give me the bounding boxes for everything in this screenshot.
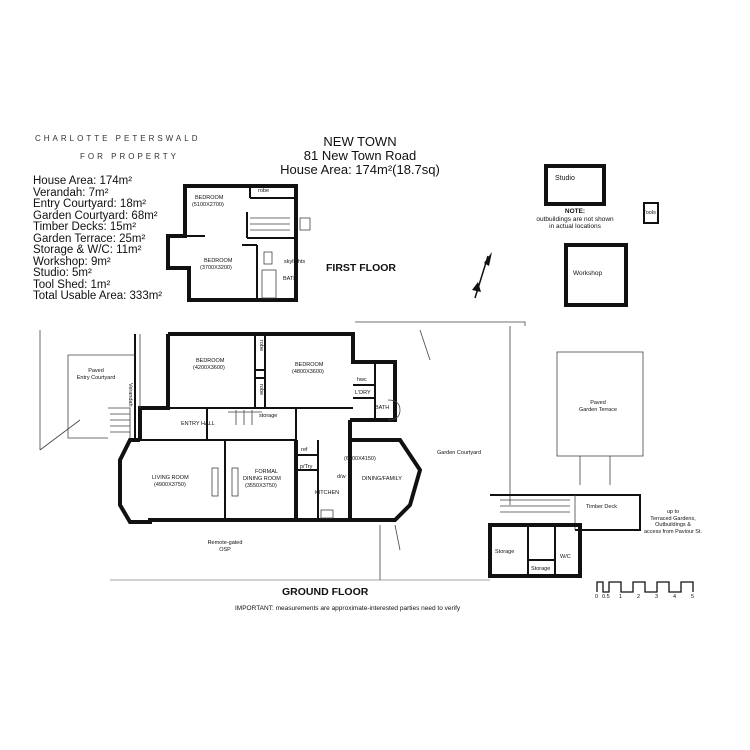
pantry-label: p/Try xyxy=(300,464,313,470)
paved-entry-line: Paved xyxy=(88,368,104,374)
north-arrow-icon xyxy=(472,252,492,299)
storage1-label: Storage xyxy=(495,549,515,555)
formal-name1: FORMAL xyxy=(255,469,278,475)
entry-area xyxy=(39,330,141,451)
first-floor-walls xyxy=(166,184,311,302)
outbuildings-note: NOTE: outbuildings are not shown in actu… xyxy=(510,208,640,231)
ground-floor-heading: GROUND FLOOR xyxy=(282,586,369,598)
terraced-line: Outbuildings & xyxy=(655,522,691,528)
area-item: Storage & W/C: 11m² xyxy=(33,244,142,256)
ff-skylights-label: skylights xyxy=(284,259,306,265)
outbuildings xyxy=(544,164,659,307)
paved-terrace-line: Paved xyxy=(590,400,606,406)
bedroom-a-name: BEDROOM xyxy=(196,358,225,364)
ff-bedroom2-dims: (3700X3200) xyxy=(200,265,232,271)
robe-b-label: robe xyxy=(258,384,264,396)
scale-label: 4 xyxy=(673,594,677,600)
note-line: in actual locations xyxy=(549,223,601,230)
ground-floor-walls xyxy=(118,332,423,524)
area-item: Verandah: 7m² xyxy=(33,186,109,199)
deck-storage xyxy=(488,494,641,578)
paved-terrace-outline xyxy=(556,351,644,457)
area-item: Entry Courtyard: 18m² xyxy=(33,198,147,210)
paved-terrace-line: Garden Terrace xyxy=(578,406,618,413)
paved-entry-line: Entry Courtyard xyxy=(76,374,116,381)
dining-dims: (6000X4150) xyxy=(344,456,376,462)
laundry-label: L'DRY xyxy=(355,390,371,396)
area-item: Total Usable Area: 333m² xyxy=(33,290,163,302)
living-room-dims: (4900X3750) xyxy=(154,482,186,488)
scale-label: 1 xyxy=(619,594,623,600)
hwc-label: hwc xyxy=(357,377,367,383)
osp-line: Remote-gated xyxy=(207,540,243,546)
house-area-summary: House Area: 174m²(18.7sq) xyxy=(280,162,440,177)
timber-deck-label: Timber Deck xyxy=(586,504,617,510)
brand-tagline: FOR PROPERTY xyxy=(80,152,179,161)
robe-a-label: robe xyxy=(258,340,264,352)
entry-hall-label: ENTRY HALL xyxy=(181,421,215,427)
ff-bedroom1-name: BEDROOM xyxy=(195,195,224,201)
dishwasher-label: d/w xyxy=(337,474,346,480)
ref-label: ref xyxy=(301,447,308,453)
disclaimer: IMPORTANT: measurements are approximate-… xyxy=(235,605,461,612)
scale-label: 0.5 xyxy=(602,594,610,600)
bedroom-b-name: BEDROOM xyxy=(295,362,324,368)
terraced-line: access from Paviour St. xyxy=(643,528,703,535)
terraced-line: Terraced Gardens, xyxy=(650,515,696,522)
terraced-line: up to xyxy=(666,509,680,515)
living-room-name: LIVING ROOM xyxy=(152,475,189,481)
area-item: Garden Courtyard: 68m² xyxy=(33,209,158,222)
workshop-label: Workshop xyxy=(573,270,603,277)
courtyard-boundary xyxy=(355,321,526,580)
kitchen-label: KITCHEN xyxy=(315,490,340,496)
area-list: House Area: 174m² Verandah: 7m² Entry Co… xyxy=(33,175,163,303)
storage2-label: Storage xyxy=(531,566,551,572)
tools-label: Tools xyxy=(643,210,656,216)
paved-terrace-label: Paved Garden Terrace xyxy=(568,400,628,413)
area-item: House Area: 174m² xyxy=(33,175,133,187)
brand-name: CHARLOTTE PETERSWALD xyxy=(35,134,201,143)
bedroom-b-dims: (4800X3600) xyxy=(292,369,324,375)
paved-entry-label: Paved Entry Courtyard xyxy=(76,368,116,381)
first-floor-heading: FIRST FLOOR xyxy=(326,262,396,274)
studio-label: Studio xyxy=(555,175,575,182)
osp-line: OSP xyxy=(219,546,231,553)
property-address: 81 New Town Road xyxy=(303,148,417,163)
bath-label: BATH xyxy=(375,405,390,411)
formal-dims: (3550X3750) xyxy=(245,483,277,489)
ff-bedroom2-name: BEDROOM xyxy=(204,258,233,264)
ff-robe-label: robe xyxy=(258,188,270,194)
terraced-gardens-note: up to Terraced Gardens, Outbuildings & a… xyxy=(638,509,708,535)
note-line: outbuildings are not shown xyxy=(536,215,614,223)
wc-label: W/C xyxy=(560,554,571,560)
scale-label: 0 xyxy=(595,594,599,600)
ff-bath-label: BATH xyxy=(283,276,298,282)
area-item: Workshop: 9m² xyxy=(33,255,111,268)
property-title: NEW TOWN xyxy=(323,134,397,149)
scale-label: 2 xyxy=(637,594,641,600)
osp-label: Remote-gated OSP xyxy=(195,540,255,553)
garden-courtyard-label: Garden Courtyard xyxy=(437,450,482,456)
ff-bedroom1-dims: (5100X2700) xyxy=(192,202,224,208)
dining-name: DINING/FAMILY xyxy=(362,476,402,482)
scale-label: 5 xyxy=(691,594,695,600)
note-title: NOTE: xyxy=(564,208,586,215)
area-item: Tool Shed: 1m² xyxy=(33,278,111,291)
area-item: Studio: 5m² xyxy=(33,267,92,279)
formal-name2: DINING ROOM xyxy=(243,476,281,482)
scale-label: 3 xyxy=(655,594,659,600)
storage-label: storage xyxy=(259,413,278,419)
area-item: Garden Terrace: 25m² xyxy=(33,232,146,245)
verandah-label: Verandah xyxy=(127,383,133,407)
scale-bar xyxy=(596,581,694,593)
area-item: Timber Decks: 15m² xyxy=(33,221,137,233)
bedroom-a-dims: (4200X3600) xyxy=(193,365,225,371)
